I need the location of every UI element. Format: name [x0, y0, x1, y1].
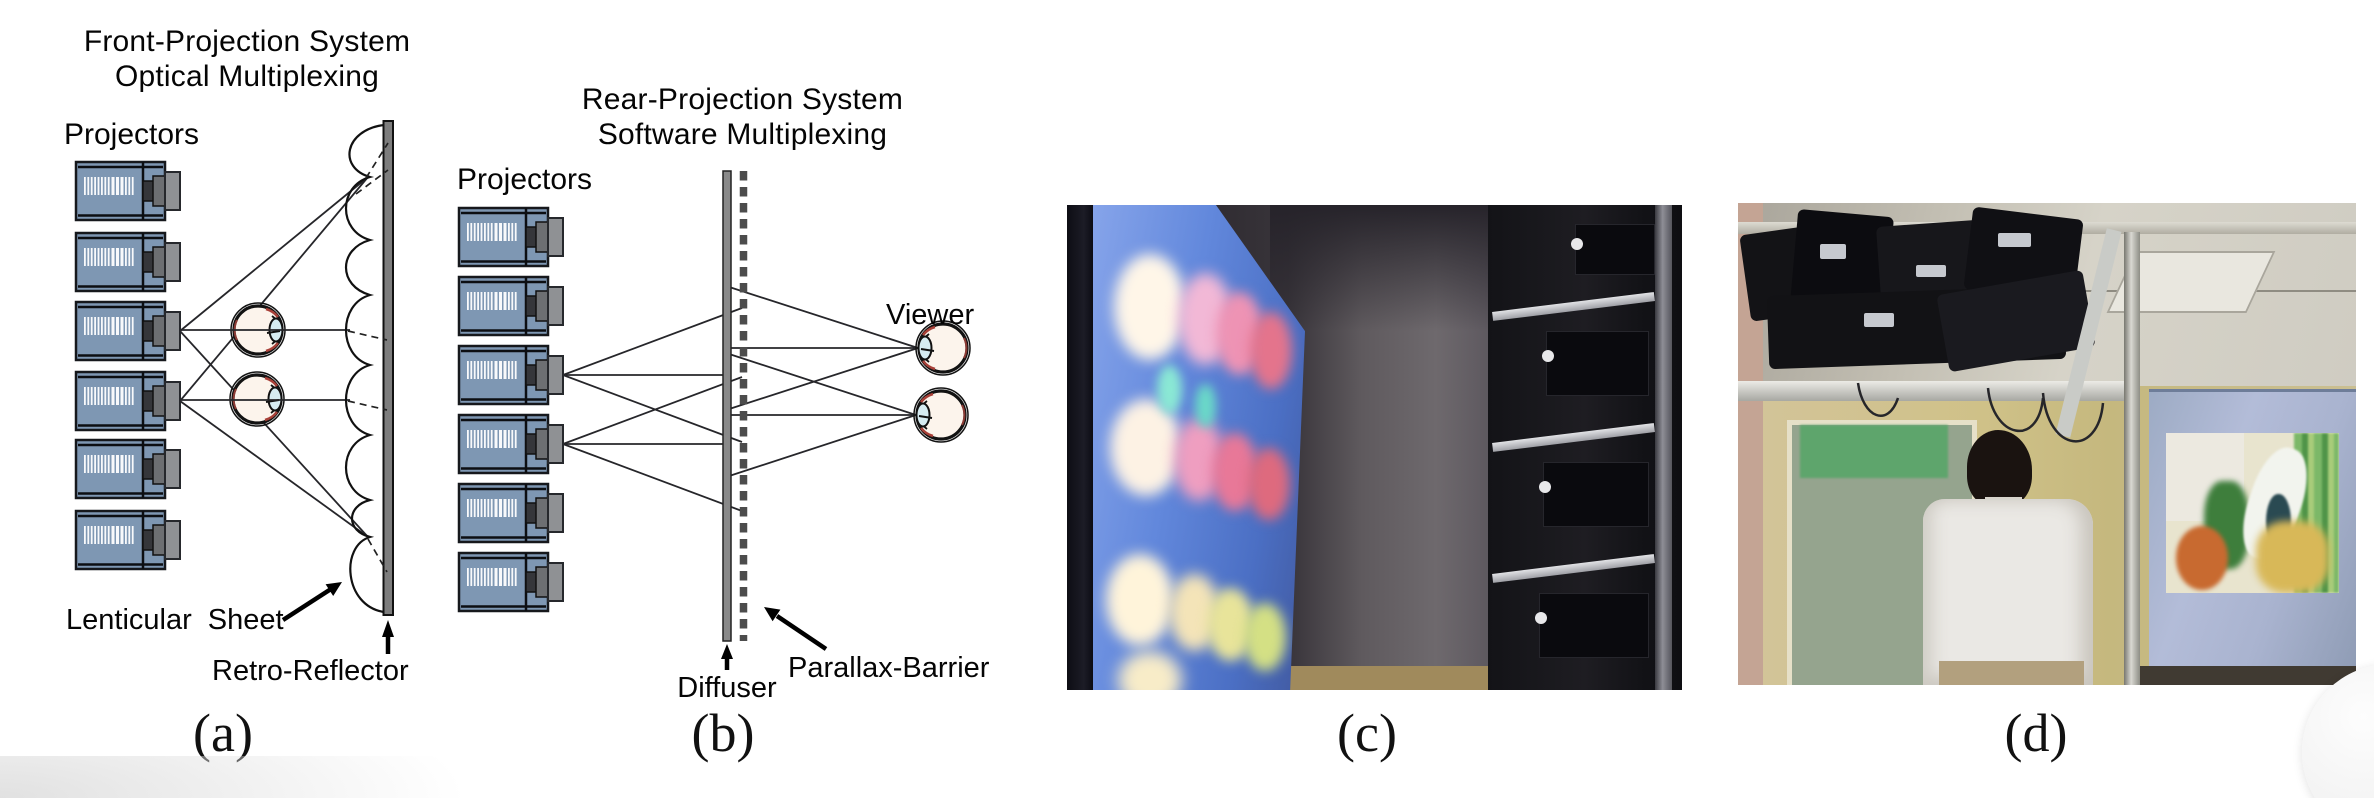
image-yellow-patch — [2255, 521, 2329, 593]
photo-c-screen-bezel — [1067, 205, 1095, 690]
panel-a-title-line1: Front-Projection System — [83, 25, 411, 58]
panel-b-diagram — [457, 170, 972, 670]
screen-blob — [1194, 384, 1216, 429]
photo-d-cables — [1856, 382, 2105, 443]
photo-d-frame-pole — [2124, 231, 2141, 685]
parallax-barrier-label: Parallax-Barrier — [788, 652, 990, 684]
photo-d-floor — [2139, 665, 2356, 685]
page-corner-shade — [0, 756, 640, 798]
panel-b-left-rays — [562, 307, 743, 512]
lenticular-arrow — [281, 582, 342, 622]
panel-a-dashed-rays — [347, 142, 389, 573]
panel-a-title-line2: Optical Multiplexing — [114, 60, 380, 93]
photo-c-projector-rack — [1488, 205, 1682, 690]
panel-a-projectors-label: Projectors — [64, 118, 200, 151]
rack-projector-lens — [1542, 349, 1555, 362]
panel-b-title: Rear-Projection System Software Multiple… — [560, 82, 925, 152]
rack-projector-lens — [1571, 237, 1584, 250]
diffuser-bar — [722, 170, 732, 642]
screen-blob — [1109, 399, 1183, 496]
photo-c-pillar — [1654, 205, 1673, 690]
screen-blob — [1114, 253, 1187, 361]
screen-blob — [1249, 311, 1293, 390]
lenticular-sheet-label: Lenticular Sheet — [66, 604, 284, 636]
rack-projector — [1538, 462, 1650, 528]
rack-shelf — [1492, 423, 1655, 452]
diffuser-arrow — [721, 644, 733, 670]
panel-a-projector-icons — [74, 160, 182, 571]
diffuser-label: Diffuser — [677, 672, 777, 704]
photo-d-person-head — [1966, 429, 2032, 507]
rack-shelf — [1492, 554, 1655, 583]
panel-a-rays — [179, 176, 369, 538]
viewer-label: Viewer — [886, 299, 975, 331]
photo-c-wall-shadow — [1269, 205, 1516, 332]
rack-projector-lens — [1538, 480, 1551, 493]
photo-d-person-pants — [1938, 660, 2085, 685]
photo-d-rig-rail — [1738, 381, 2128, 401]
retro-reflector-bar — [382, 120, 394, 616]
panel-b-projector-icons — [457, 206, 565, 613]
screen-blob — [1118, 651, 1183, 690]
rack-shelf — [1492, 292, 1655, 321]
image-orange-shape — [2175, 525, 2229, 590]
rig-glint — [1819, 243, 1846, 260]
photo-d-person-shirt — [1923, 499, 2094, 685]
screen-blob — [1105, 554, 1174, 647]
rack-projector — [1542, 331, 1650, 397]
panel-b-eye-icons — [912, 319, 972, 444]
photo-c-screen — [1093, 205, 1305, 690]
panel-a-diagram — [74, 120, 394, 654]
caption-a: (a) — [193, 703, 253, 763]
panel-b-projectors-label: Projectors — [457, 163, 593, 196]
screen-blob — [1156, 365, 1183, 414]
caption-c: (c) — [1337, 703, 1397, 763]
photo-d-projected-image — [2165, 433, 2340, 593]
rack-projector — [1534, 593, 1650, 659]
panel-b-title-line1: Rear-Projection System — [581, 83, 904, 116]
photo-display-prototype — [1067, 205, 1682, 690]
caption-d: (d) — [2004, 703, 2068, 763]
photo-d-projection-screen — [2148, 388, 2356, 672]
photo-d-projector-rig — [1738, 206, 2109, 387]
panel-a-title: Front-Projection System Optical Multiple… — [62, 24, 432, 94]
panel-b-title-line2: Software Multiplexing — [597, 118, 888, 151]
screen-blob — [1247, 447, 1291, 521]
rig-glint — [1915, 264, 1946, 277]
panel-a-eye-icons — [228, 301, 287, 428]
rack-projector-lens — [1534, 611, 1547, 624]
rig-glint — [1997, 233, 2031, 248]
photo-d-green-board — [1799, 424, 1949, 478]
barrier-arrow — [764, 607, 828, 651]
rack-projector — [1571, 224, 1655, 275]
panel-b-right-rays — [722, 284, 919, 479]
rig-glint — [1864, 313, 1894, 328]
photo-c-floor — [1288, 665, 1510, 690]
retro-reflector-label: Retro-Reflector — [212, 655, 409, 687]
caption-b: (b) — [691, 703, 755, 763]
lenticular-sheet — [345, 123, 385, 614]
panel-a-axial-rays — [180, 329, 350, 401]
screen-blob — [1243, 602, 1286, 671]
retro-arrow — [382, 620, 394, 654]
photo-viewer-room — [1738, 203, 2356, 685]
